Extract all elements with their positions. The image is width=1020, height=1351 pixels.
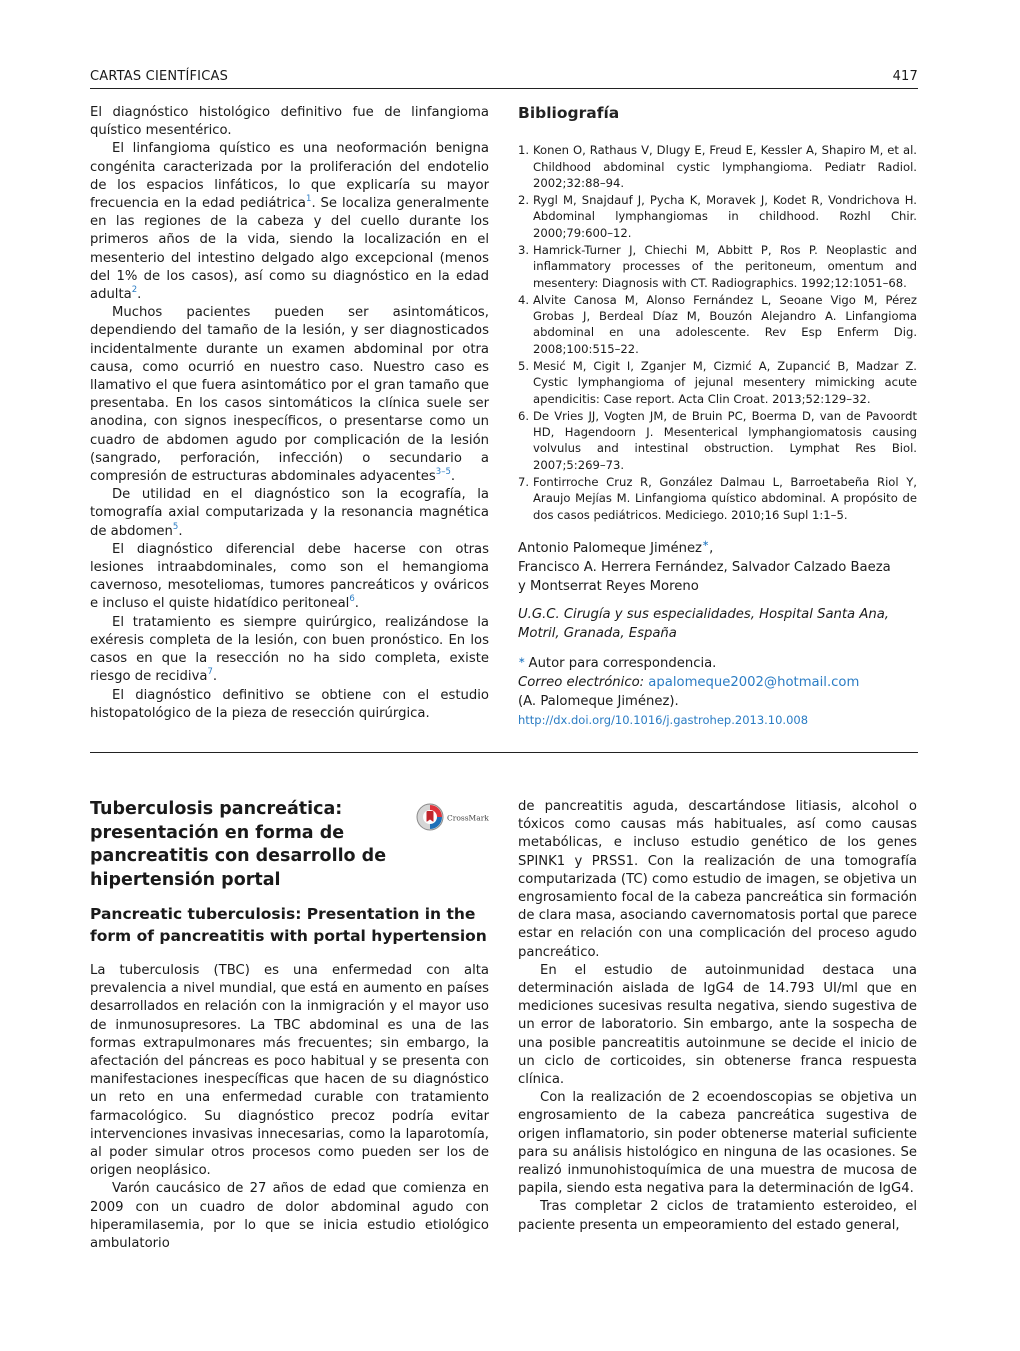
citation-link[interactable]: 2	[131, 285, 138, 296]
new-article-body-left: La tuberculosis (TBC) es una enfermedad …	[90, 962, 489, 1253]
running-head: CARTAS CIENTÍFICAS 417	[90, 68, 918, 89]
doi-link[interactable]: http://dx.doi.org/10.1016/j.gastrohep.20…	[518, 713, 809, 728]
reference-item: 7.Fontirroche Cruz R, González Dalmau L,…	[518, 474, 917, 522]
bibliography-heading: Bibliografía	[518, 104, 620, 122]
body-paragraph: Tras completar 2 ciclos de tratamiento e…	[518, 1199, 917, 1233]
citation-link[interactable]: 5	[172, 521, 179, 532]
email-label: Correo electrónico:	[518, 675, 645, 691]
body-paragraph: El linfangioma quístico es una neoformac…	[90, 141, 490, 303]
correspondence-block: ∗Autor para correspondencia. Correo elec…	[518, 652, 917, 729]
email-link[interactable]: apalomeque2002@hotmail.com	[648, 675, 860, 691]
body-paragraph: La tuberculosis (TBC) es una enfermedad …	[90, 963, 489, 1179]
reference-item: 5.Mesić M, Cigit I, Zganjer M, Cizmić A,…	[518, 358, 917, 406]
citation-link[interactable]: 6	[349, 594, 355, 605]
corresponding-author-marker[interactable]: ∗	[701, 539, 710, 550]
body-paragraph: Muchos pacientes pueden ser asintomático…	[90, 305, 489, 485]
reference-item: 2.Rygl M, Snajdauf J, Pycha K, Moravek J…	[518, 193, 917, 240]
crossmark-label: CrossMark	[447, 814, 489, 823]
affiliation: U.G.C. Cirugía y sus especialidades, Hos…	[518, 607, 889, 642]
body-paragraph: El diagnóstico diferencial debe hacerse …	[90, 541, 489, 612]
reference-item: 3.Hamrick-Turner J, Chiechi M, Abbitt P,…	[518, 242, 917, 290]
reference-list: 1.Konen O, Rathaus V, Dlugy E, Freud E, …	[518, 142, 917, 523]
citation-link[interactable]: 1	[306, 194, 312, 205]
article-title: Tuberculosis pancreática: presentación e…	[90, 799, 387, 890]
crossmark-badge[interactable]: CrossMark	[416, 802, 492, 832]
reference-item: 4.Alvite Canosa M, Alonso Fernández L, S…	[518, 292, 917, 356]
footnote-marker: ∗	[518, 656, 526, 667]
reference-item: 6.De Vries JJ, Vogten JM, de Bruin PC, B…	[518, 408, 917, 472]
reference-item: 1.Konen O, Rathaus V, Dlugy E, Freud E, …	[518, 143, 917, 191]
page-number: 417	[892, 69, 918, 84]
body-paragraph: El tratamiento es siempre quirúrgico, re…	[90, 614, 489, 685]
article-divider	[90, 752, 918, 753]
body-paragraph: El diagnóstico definitivo se obtiene con…	[90, 687, 489, 721]
journal-section: CARTAS CIENTÍFICAS	[90, 69, 229, 84]
body-paragraph: El diagnóstico histológico definitivo fu…	[90, 105, 489, 139]
body-paragraph: de pancreatitis aguda, descartándose lit…	[518, 799, 917, 960]
bibliography-section: Bibliografía 1.Konen O, Rathaus V, Dlugy…	[518, 104, 917, 729]
citation-link[interactable]: 7	[207, 667, 213, 678]
new-article-body-right: de pancreatitis aguda, descartándose lit…	[518, 798, 917, 1235]
author-list: Antonio Palomeque Jiménez∗, Francisco A.…	[518, 539, 891, 595]
previous-article-body: El diagnóstico histológico definitivo fu…	[90, 104, 489, 723]
citation-link[interactable]: 3–5	[435, 467, 451, 478]
crossmark-icon: CrossMark	[416, 803, 489, 831]
body-paragraph: En el estudio de autoinmunidad destaca u…	[518, 962, 917, 1088]
english-title: Pancreatic tuberculosis: Presentation in…	[90, 905, 487, 945]
body-paragraph: Con la realización de 2 ecoendoscopias s…	[518, 1090, 917, 1197]
body-paragraph: De utilidad en el diagnóstico son la eco…	[90, 487, 489, 539]
body-paragraph: Varón caucásico de 27 años de edad que c…	[90, 1181, 489, 1252]
